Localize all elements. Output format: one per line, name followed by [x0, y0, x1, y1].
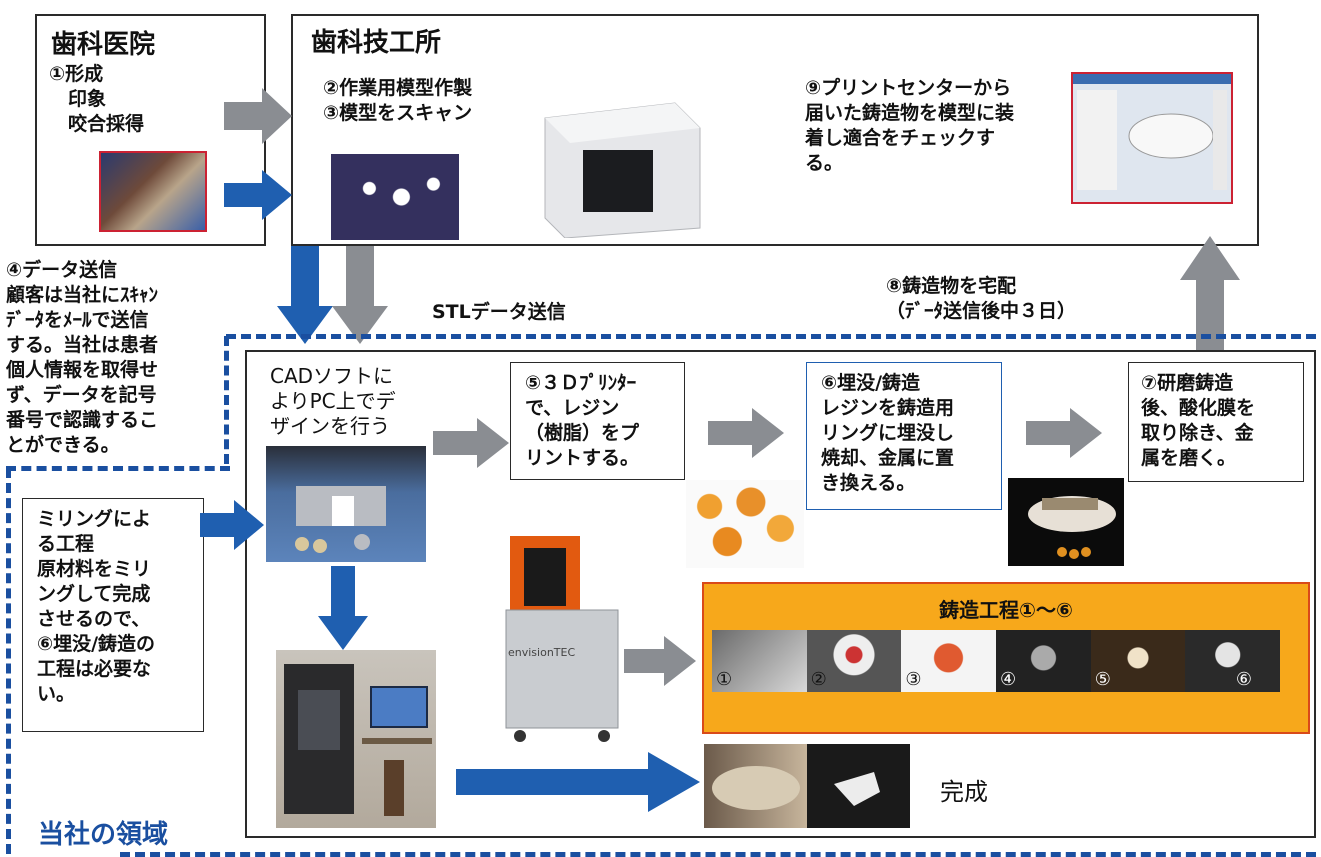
our-area-border-top — [226, 334, 1316, 339]
our-area-border-bottom — [120, 852, 1316, 857]
blue-arrow-cad-down — [318, 566, 368, 650]
step6-box: ⑥埋没/鋳造 レジンを鋳造用 リングに埋没し 焼却、金属に置 き換える。 — [806, 362, 1002, 510]
step9-text: ⑨プリントセンターから 届いた鋳造物を模型に装 着し適合をチェックす る。 — [805, 77, 1015, 174]
stl-label: STLデータ送信 — [432, 301, 566, 323]
lab-steps: ②作業用模型作製 ③模型をスキャン — [323, 77, 473, 124]
cast-metal-image — [1008, 478, 1124, 566]
printer-brand-label: envisionTEC — [508, 646, 576, 659]
gray-arrow-clinic-to-lab — [224, 88, 292, 144]
clinic-steps: ①形成 印象 咬合採得 — [49, 63, 145, 135]
milling-text: ミリングによ る工程 原材料をミリ ングして完成 させるので、 ⑥埋没/鋳造の … — [37, 508, 156, 705]
gray-arrow-cast-to-polish — [1026, 408, 1102, 458]
3d-printer-image: envisionTEC — [500, 534, 624, 744]
gray-arrow-delivery-up — [1180, 236, 1240, 366]
casting-step-3: ③ — [901, 630, 997, 692]
step6-text: ⑥埋没/鋳造 レジンを鋳造用 リングに埋没し 焼却、金属に置 き換える。 — [821, 372, 955, 494]
gray-arrow-printer-to-casting — [624, 636, 696, 686]
casting-step-4: ④ — [996, 630, 1091, 692]
our-area-border-step — [6, 466, 230, 471]
impression-photo — [99, 151, 207, 232]
step5-text: ⑤３Ｄﾌﾟﾘﾝﾀｰ で、レジン （樹脂）をプ リントする。 — [525, 372, 640, 469]
delivery-text: ⑧鋳造物を宅配 （ﾃﾞｰﾀ送信後中３日） — [886, 275, 1077, 322]
casting-step-6: ⑥ — [1185, 630, 1281, 692]
step7-text: ⑦研磨鋳造 後、酸化膜を 取り除き、金 属を磨く。 — [1141, 372, 1256, 469]
clinic-title: 歯科医院 — [51, 30, 156, 60]
casting-photo-strip: ① ② ③ ④ ⑤ ⑥ — [712, 630, 1281, 692]
scanner-icon — [544, 102, 701, 238]
finished-prosthesis-icon — [712, 766, 880, 810]
our-area-border-left-upper — [224, 336, 229, 464]
cad-model-icon — [295, 486, 386, 553]
our-area-label: 当社の領域 — [38, 820, 169, 850]
dental-lab-box: 歯科技工所 ②作業用模型作製 ③模型をスキャン ⑨プリントセンターから 届いた鋳… — [291, 14, 1259, 246]
step5-box: ⑤３Ｄﾌﾟﾘﾝﾀｰ で、レジン （樹脂）をプ リントする。 — [510, 362, 685, 480]
finished-crown-image — [704, 744, 910, 828]
software-screen-icon — [1073, 74, 1231, 190]
gray-arrow-print-to-cast — [708, 408, 784, 458]
scanned-model-image — [331, 154, 459, 240]
milling-machine-image — [276, 650, 436, 828]
metal-crown-icon — [1028, 496, 1116, 559]
our-area-border-left — [6, 468, 11, 854]
blue-arrow-lab-down — [277, 246, 333, 344]
printed-resin-image — [686, 480, 804, 568]
casting-step-2: ② — [806, 630, 902, 692]
blue-arrow-to-complete — [456, 752, 700, 812]
milling-machine-icon — [284, 664, 432, 816]
casting-step-1: ① — [712, 630, 807, 692]
cad-text: CADソフトに よりPC上でデ ザインを行う — [270, 364, 396, 438]
data-send-text: ④データ送信 顧客は当社にｽｷｬﾝ ﾃﾞｰﾀをﾒｰﾙで送信 する。当社は患者 個… — [6, 259, 159, 456]
blue-arrow-milling-to-cad — [200, 500, 264, 550]
milling-box: ミリングによ る工程 原材料をミリ ングして完成 させるので、 ⑥埋没/鋳造の … — [22, 498, 204, 732]
casting-title: 鋳造工程①～⑥ — [939, 598, 1073, 622]
printer-icon — [505, 536, 619, 742]
lab-title: 歯科技工所 — [311, 28, 442, 58]
fit-check-screenshot — [1071, 72, 1233, 204]
gray-arrow-cad-to-print — [433, 418, 509, 468]
cad-screen-image — [266, 446, 426, 562]
casting-process-panel: 鋳造工程①～⑥ ① ② ③ ④ ⑤ ⑥ — [702, 582, 1310, 734]
scanner-device-image — [525, 88, 711, 238]
complete-label: 完成 — [940, 778, 988, 806]
casting-step-5: ⑤ — [1090, 630, 1186, 692]
step7-box: ⑦研磨鋳造 後、酸化膜を 取り除き、金 属を磨く。 — [1128, 362, 1304, 482]
gray-arrow-lab-down — [332, 246, 388, 344]
blue-arrow-clinic-to-lab — [224, 170, 292, 220]
